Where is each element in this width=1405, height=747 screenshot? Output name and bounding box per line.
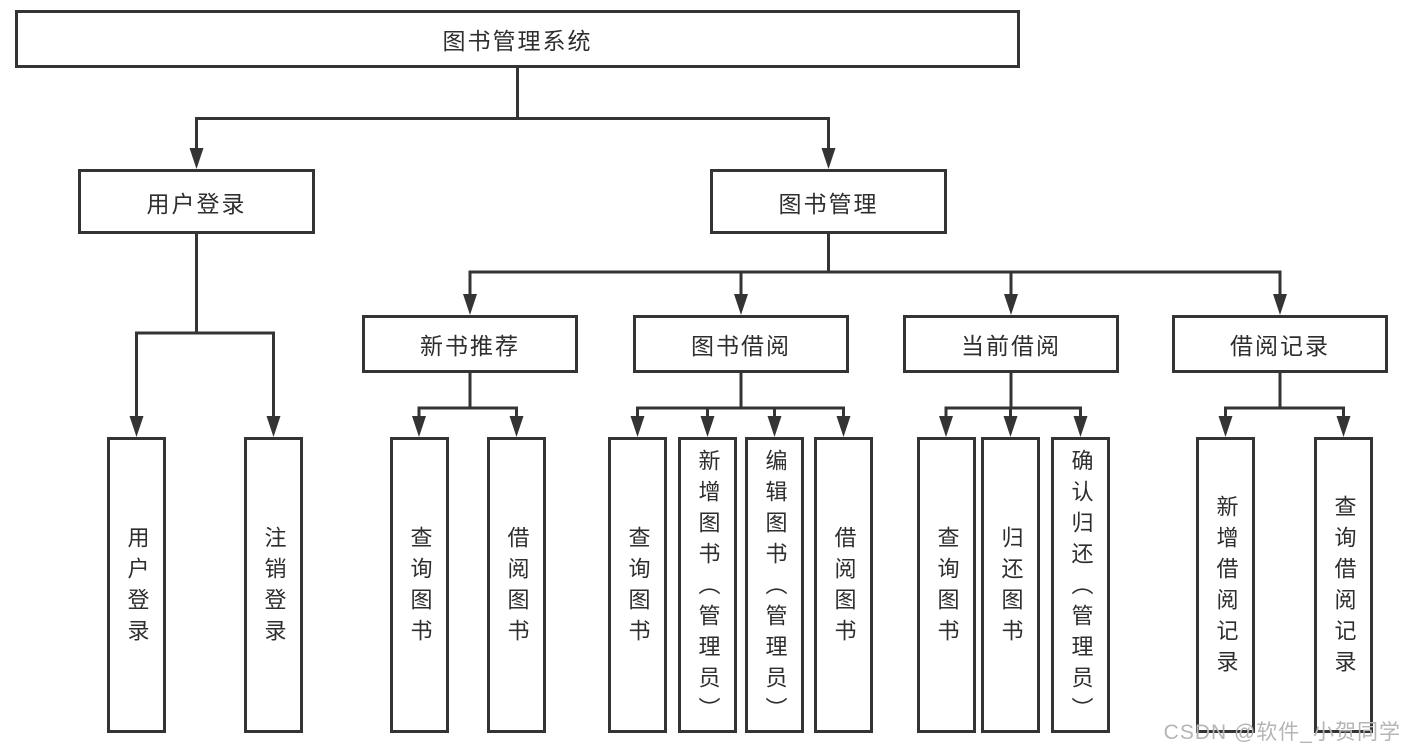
node-borrow-records: 借阅记录 [1172,315,1388,373]
leaf-add-borrow-record: 新增借阅记录 [1196,437,1255,733]
node-book-management: 图书管理 [710,169,947,234]
leaf-query-book-borrow: 查询图书 [608,437,667,733]
csdn-watermark: CSDN @软件_小贺同学 [1163,721,1401,744]
leaf-user-login: 用户登录 [107,437,166,733]
leaf-query-borrow-record: 查询借阅记录 [1314,437,1373,733]
node-root-system: 图书管理系统 [15,10,1020,68]
leaf-return-book: 归还图书 [981,437,1040,733]
leaf-confirm-return-admin: 确认归还（管理员） [1051,437,1110,733]
leaf-edit-book-admin: 编辑图书（管理员） [745,437,804,733]
leaf-add-book-admin: 新增图书（管理员） [678,437,737,733]
leaf-query-book-recommend: 查询图书 [390,437,449,733]
node-current-borrow: 当前借阅 [903,315,1119,373]
node-new-book-recommend: 新书推荐 [362,315,578,373]
leaf-query-book-current: 查询图书 [917,437,976,733]
arrowheads [129,148,1351,437]
node-user-login: 用户登录 [78,169,315,234]
leaf-borrow-book: 借阅图书 [814,437,873,733]
leaf-logout: 注销登录 [244,437,303,733]
leaf-borrow-book-recommend: 借阅图书 [487,437,546,733]
node-book-borrow: 图书借阅 [633,315,849,373]
